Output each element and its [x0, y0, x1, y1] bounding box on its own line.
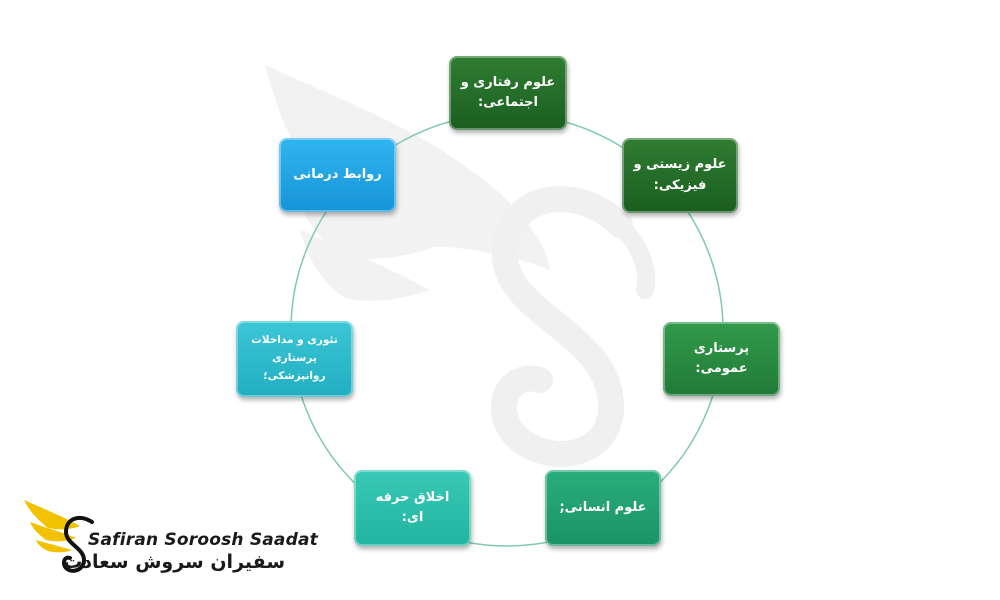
brand-name-persian: سفیران سروش سعادت — [63, 551, 285, 573]
node-general-nursing: پرستاری عمومی: — [663, 322, 780, 396]
node-line: تئوری و مداخلات — [251, 334, 338, 347]
node-line: علوم انسانی; — [559, 499, 647, 515]
node-line: اخلاق حرفه ای: — [375, 489, 450, 525]
node-humanities: علوم انسانی; — [545, 470, 661, 546]
node-line: علوم زیستی و — [633, 157, 727, 173]
node-therapeutic-relationships: روابط درمانی — [279, 138, 396, 212]
node-line: علوم رفتاری و — [460, 74, 556, 90]
node-line: پرستاری روانپزشکی؛ — [263, 352, 326, 382]
node-behavioral-social-sciences: علوم رفتاری و اجتماعی: — [449, 56, 567, 130]
brand-logo-icon — [24, 500, 94, 573]
node-line: روابط درمانی — [293, 166, 382, 182]
logo-swan-icon — [61, 515, 94, 573]
node-line: فیزیکی: — [653, 177, 707, 193]
node-biological-physical-sciences: علوم زیستی و فیزیکی: — [622, 138, 738, 213]
node-professional-ethics: اخلاق حرفه ای: — [354, 470, 471, 546]
node-psychiatric-nursing-theory: تئوری و مداخلات پرستاری روانپزشکی؛ — [236, 321, 353, 397]
node-line: اجتماعی: — [478, 95, 538, 110]
brand-name-english: Safiran Soroosh Saadat — [88, 530, 318, 550]
node-line: پرستاری عمومی: — [693, 340, 750, 376]
logo-wing-icon — [24, 500, 80, 553]
